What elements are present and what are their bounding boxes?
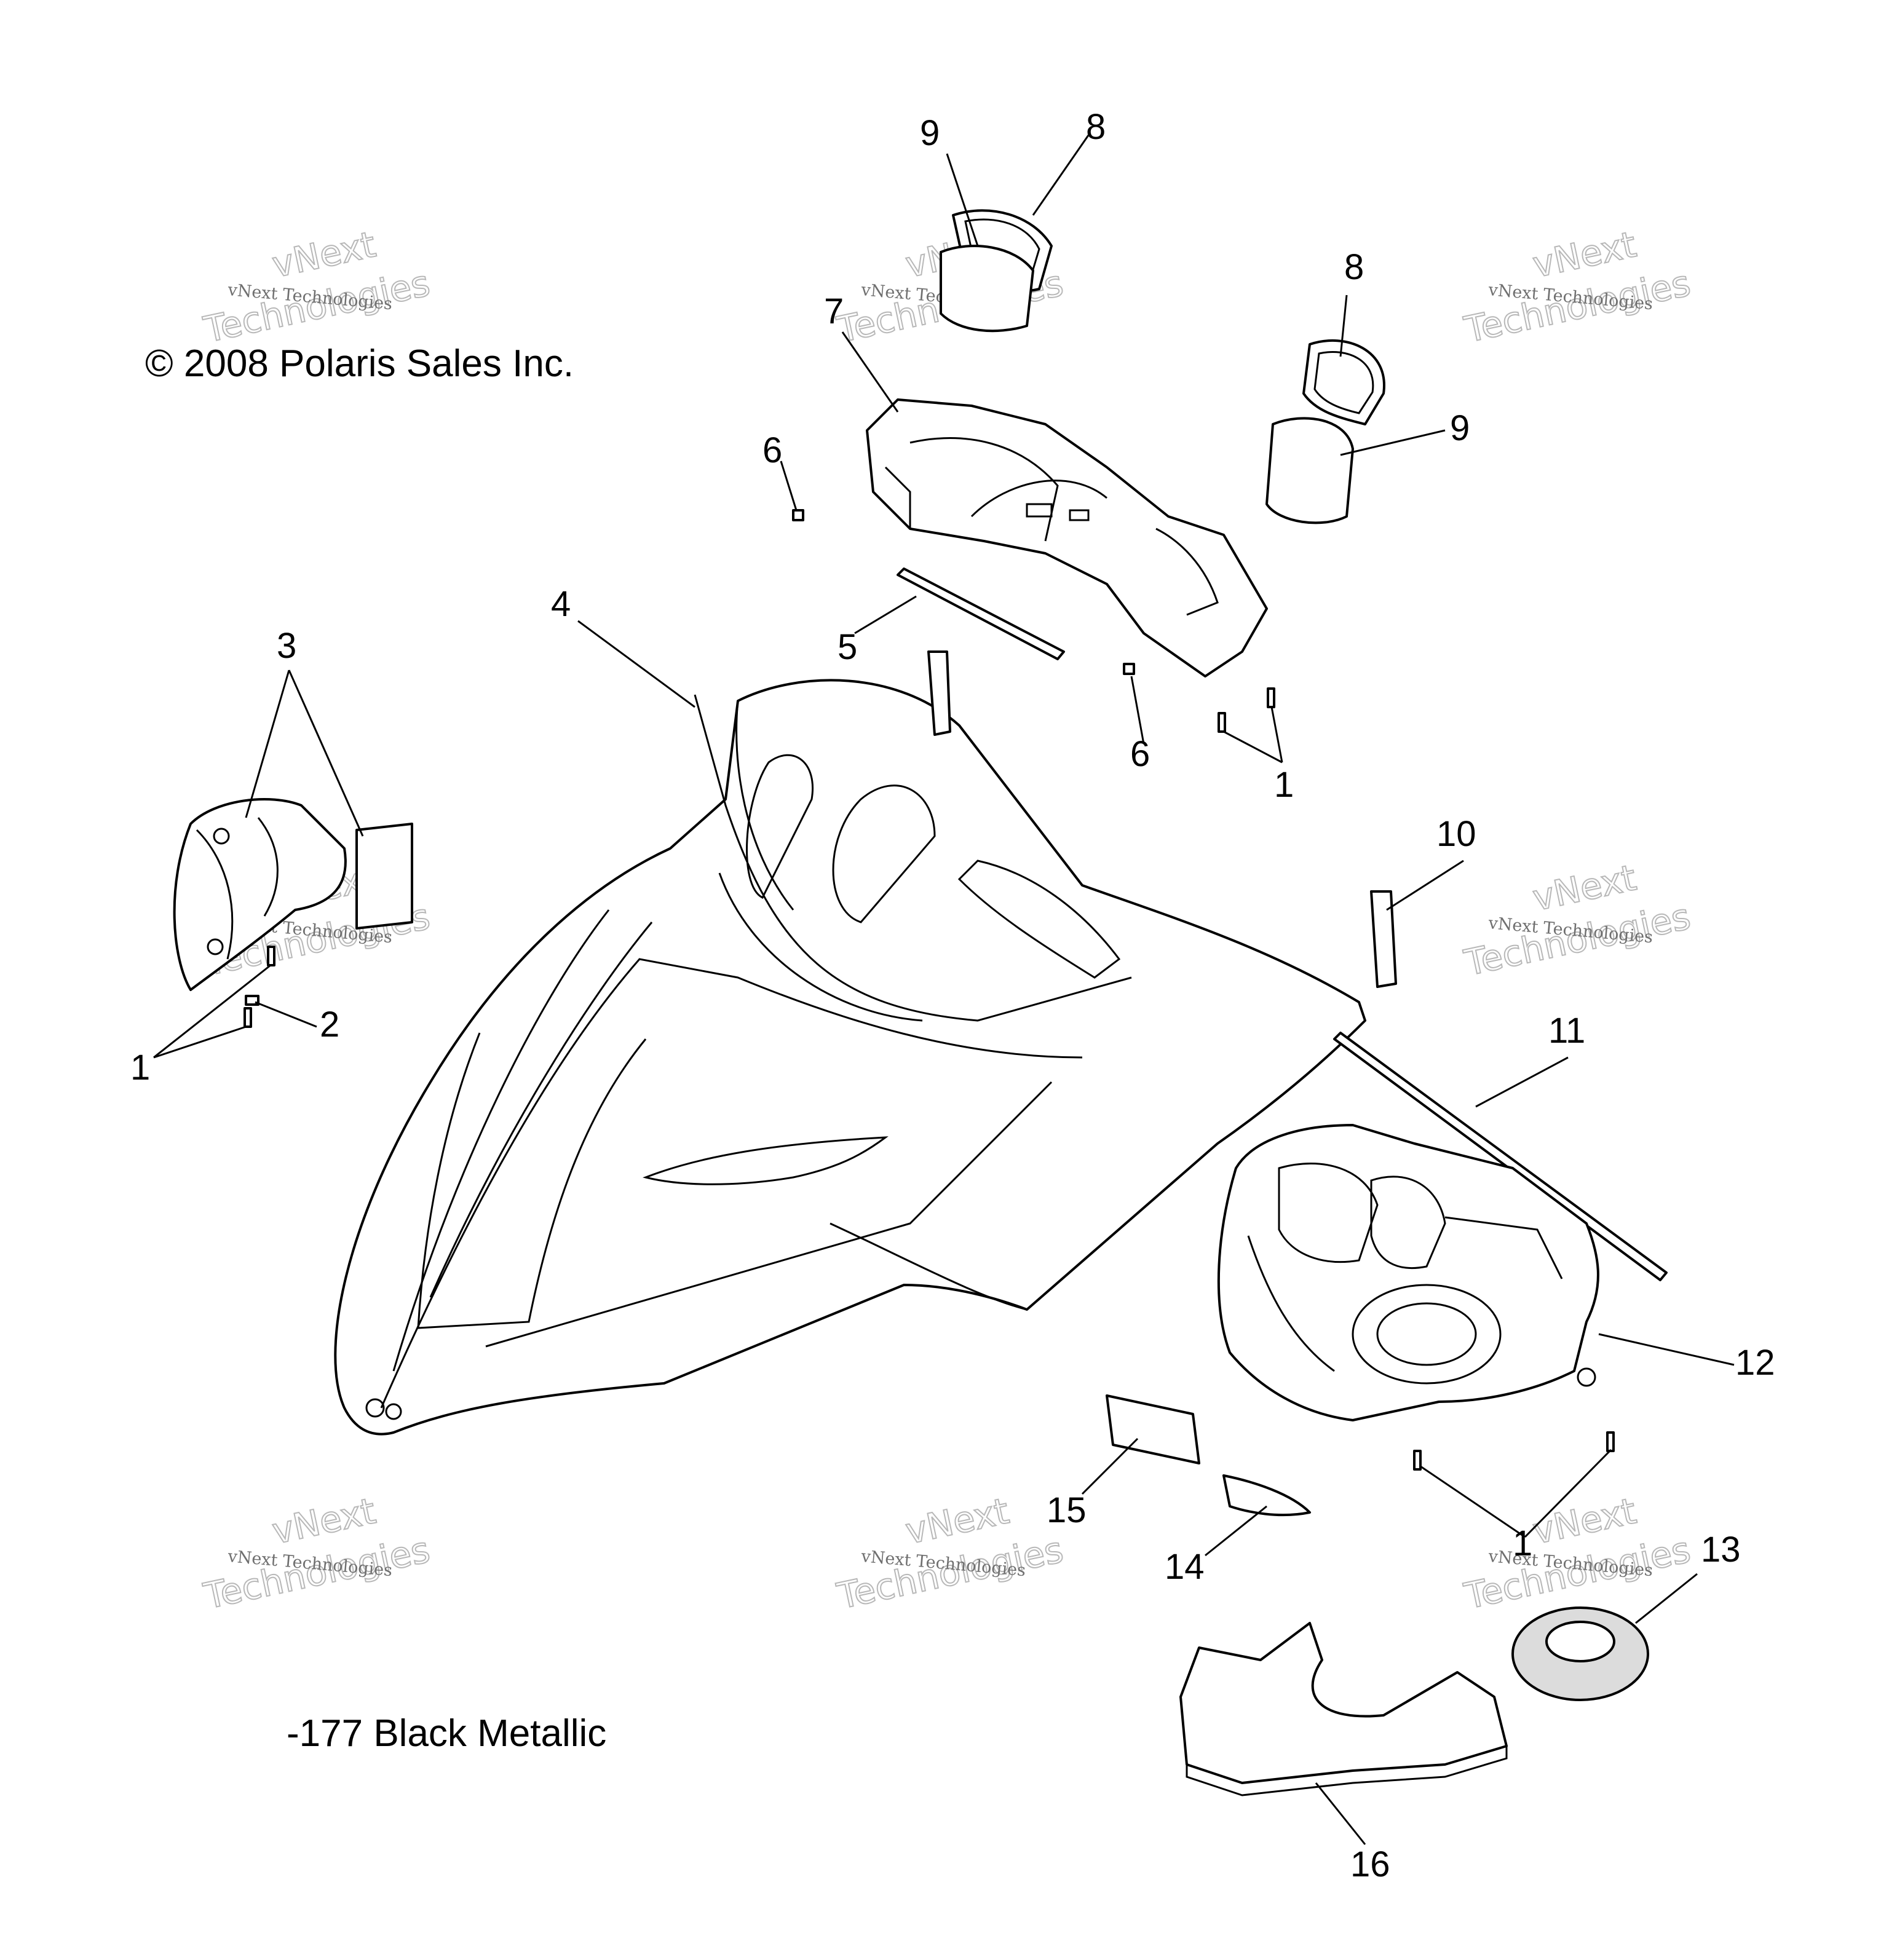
watermark: vNext Technologies	[1460, 856, 1695, 984]
part-lens-right	[1265, 417, 1354, 524]
callout-label: 3	[277, 626, 296, 666]
part-pins-1a	[1218, 687, 1275, 733]
part-bracket	[927, 650, 951, 736]
part-clip-6a	[792, 509, 804, 521]
part-decal-15	[1106, 1394, 1200, 1464]
part-decal-14	[1222, 1474, 1311, 1517]
callout-label: 15	[1047, 1490, 1087, 1530]
callout-label: 9	[920, 113, 940, 153]
part-pins-1c	[1413, 1431, 1615, 1471]
part-lens-top	[940, 245, 1034, 333]
callout-label: 1	[1513, 1523, 1532, 1563]
callout-label: 10	[1436, 814, 1476, 854]
callout-label: 8	[1344, 247, 1364, 287]
part-bracket-10	[1370, 890, 1397, 988]
callout-label: 4	[551, 584, 571, 624]
callout-label: 2	[320, 1005, 339, 1045]
callout-label: 5	[838, 627, 857, 667]
part-panel-16	[1179, 1622, 1508, 1796]
part-hood	[334, 679, 1366, 1436]
callout-label: 12	[1735, 1343, 1775, 1383]
part-pins-1b	[244, 946, 275, 1028]
part-seal-ring-13	[1511, 1606, 1649, 1701]
callout-labels: 9 8 8 7 6 9 4 5 3 6 1 10 2 1 11 12 15 14…	[130, 107, 1775, 1884]
callout-label: 6	[1130, 734, 1150, 774]
part-inner-liner	[1217, 1124, 1599, 1421]
callout-label: 13	[1701, 1530, 1741, 1570]
watermark: vNext Technologies	[833, 1489, 1067, 1618]
callout-label: 9	[1450, 408, 1470, 448]
callout-label: 8	[1086, 107, 1106, 147]
callout-label: 1	[130, 1048, 150, 1088]
part-strip-5	[897, 567, 1065, 660]
part-clip-6b	[1123, 663, 1135, 675]
copyright-notice: © 2008 Polaris Sales Inc.	[145, 342, 574, 385]
watermark: vNext Technologies	[199, 1489, 434, 1618]
watermark: vNext Technologies	[1460, 1489, 1695, 1618]
part-dash-panel	[866, 398, 1268, 678]
callout-label: 1	[1274, 765, 1294, 805]
callout-label: 16	[1350, 1844, 1390, 1884]
callout-label: 11	[1548, 1011, 1585, 1051]
leader-lines	[153, 135, 1735, 1845]
callout-label: 14	[1165, 1547, 1205, 1587]
callout-label: 6	[762, 430, 782, 470]
part-mirror	[173, 798, 413, 991]
color-note: -177 Black Metallic	[287, 1712, 606, 1755]
watermark: vNext Technologies	[199, 223, 434, 351]
watermark: vNext Technologies	[1460, 223, 1695, 351]
part-gasket-right	[1302, 339, 1385, 425]
callout-label: 7	[824, 291, 844, 331]
